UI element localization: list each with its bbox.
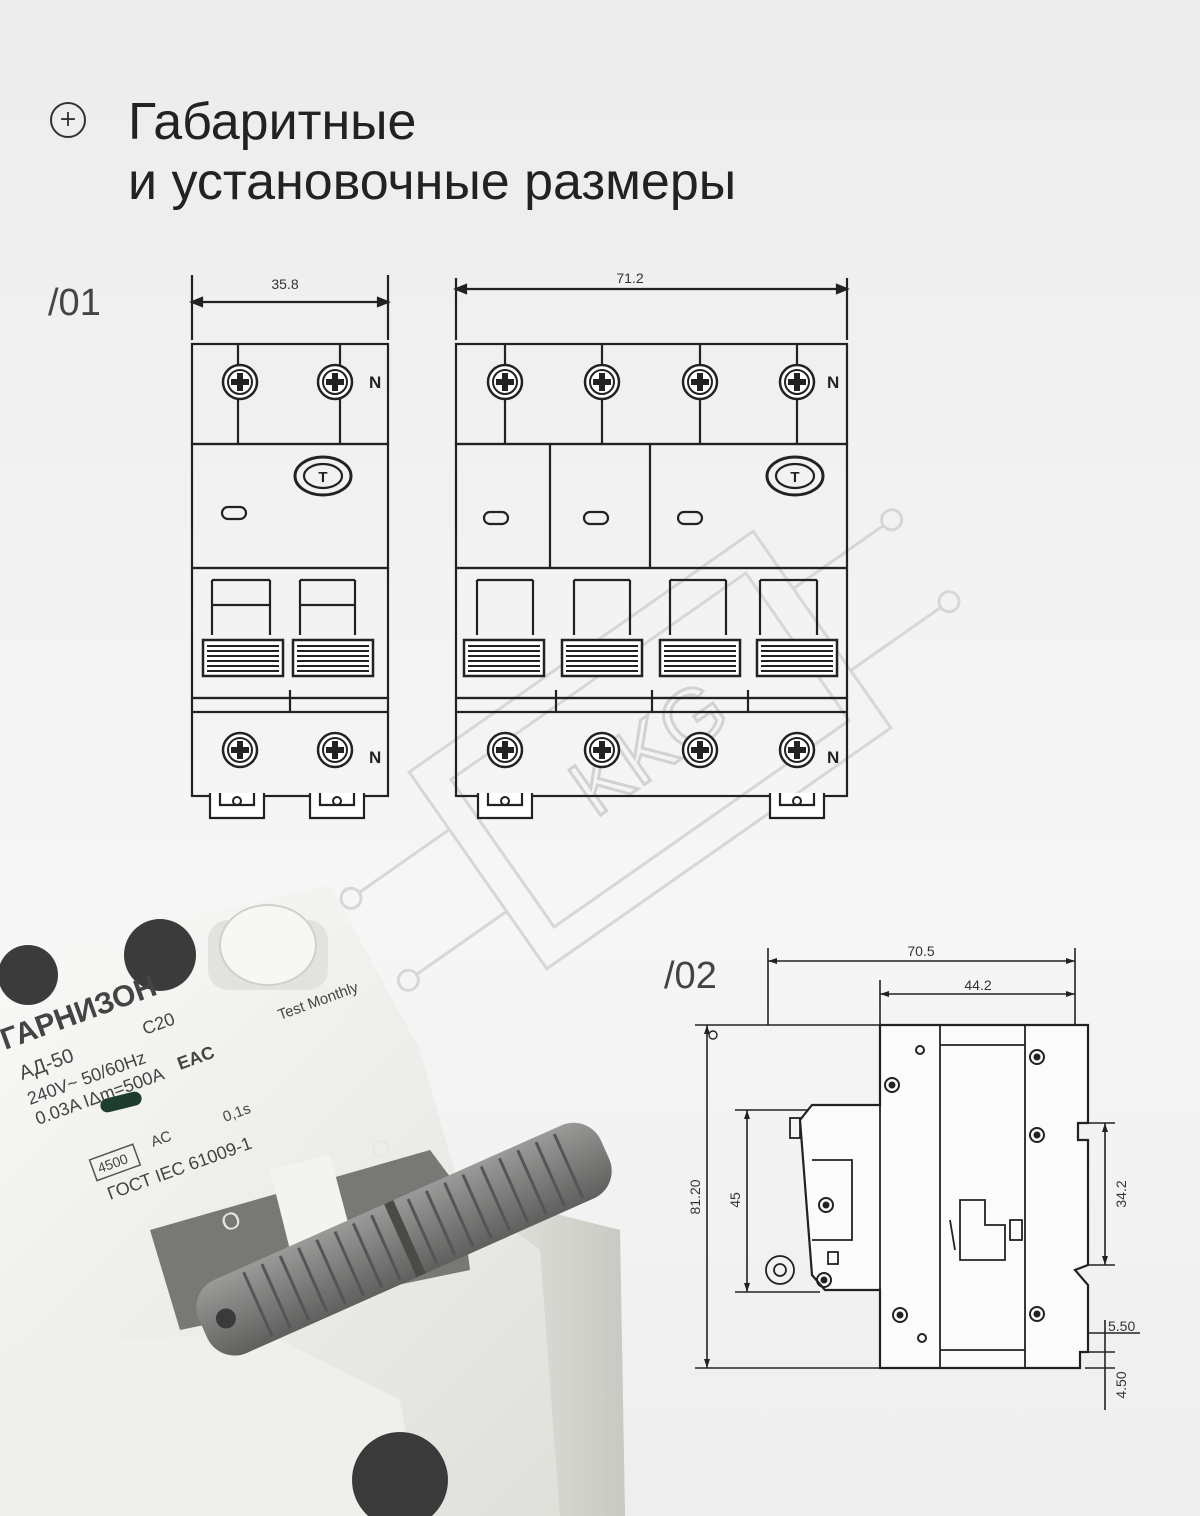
neutral-mark: N [827, 373, 839, 392]
device-type: AC [149, 1128, 175, 1151]
page-title: Габаритные и установочные размеры [128, 92, 1028, 212]
neutral-mark: N [369, 373, 381, 392]
dim-width-2pole: 35.8 [271, 276, 298, 292]
view-01-label: /01 [48, 282, 101, 324]
page-title-line-2: и установочные размеры [128, 153, 737, 211]
dim-total-depth: 70.5 [907, 943, 934, 959]
test-button-mark: T [790, 469, 799, 486]
test-button-mark: T [318, 469, 327, 486]
dim-5-50: 5.50 [1108, 1318, 1135, 1334]
dim-front-depth: 44.2 [964, 977, 991, 993]
front-view-drawing: 35.8 71.2 N N N N T T [189, 270, 850, 820]
dim-4-50: 4.50 [1113, 1371, 1129, 1398]
dim-height: 81.20 [687, 1179, 703, 1214]
dim-rail: 34.2 [1113, 1180, 1129, 1207]
dim-width-4pole: 71.2 [616, 270, 643, 286]
neutral-mark: N [369, 748, 381, 767]
page-title-line-1: Габаритные [128, 93, 417, 151]
neutral-mark: N [827, 748, 839, 767]
dim-front-height: 45 [727, 1192, 743, 1208]
view-02-label: /02 [664, 955, 717, 997]
plus-circle-icon: + [50, 102, 86, 138]
